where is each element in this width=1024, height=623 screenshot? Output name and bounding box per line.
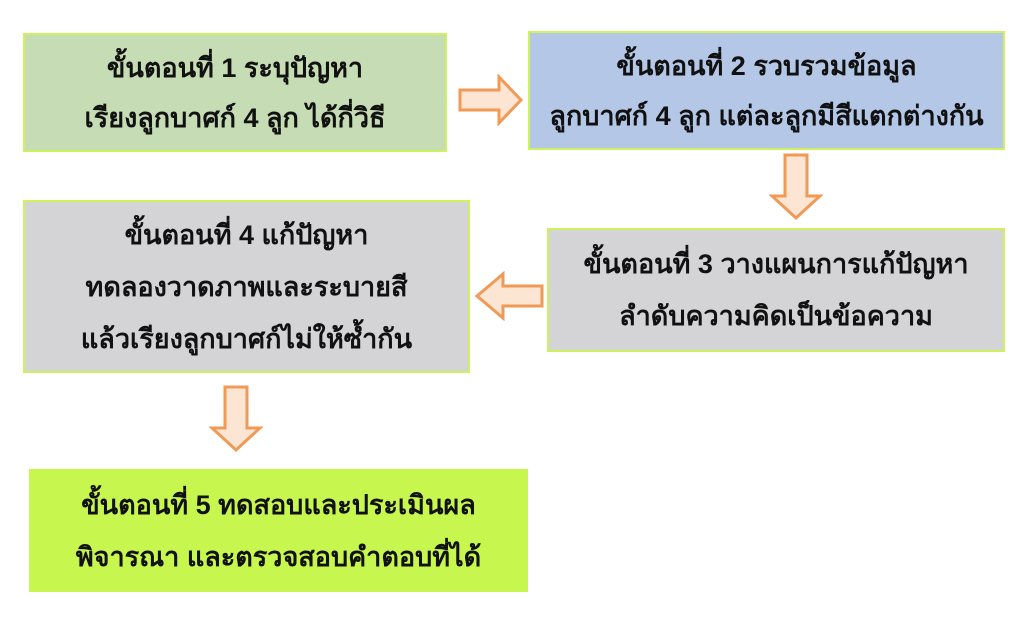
step-1-detail: เรียงลูกบาศก์ 4 ลูก ได้กี่วิธี bbox=[84, 102, 386, 133]
step-4-box: ขั้นตอนที่ 4 แก้ปัญหา ทดลองวาดภาพและระบา… bbox=[23, 200, 470, 373]
arrow-step4-to-step5-icon bbox=[209, 385, 263, 453]
step-2-title: ขั้นตอนที่ 2 รวบรวมข้อมูล bbox=[616, 50, 917, 81]
step-4-detail-1: ทดลองวาดภาพและระบายสี bbox=[85, 271, 408, 302]
step-1-title: ขั้นตอนที่ 1 ระบุปัญหา bbox=[106, 52, 364, 83]
step-5-title: ขั้นตอนที่ 5 ทดสอบและประเมินผล bbox=[81, 489, 476, 520]
step-4-detail-2: แล้วเรียงลูกบาศก์ไม่ให้ซ้ำกัน bbox=[80, 323, 413, 354]
arrow-step2-to-step3-icon bbox=[769, 153, 823, 221]
arrow-step3-to-step4-icon bbox=[474, 271, 544, 321]
step-2-box: ขั้นตอนที่ 2 รวบรวมข้อมูล ลูกบาศก์ 4 ลูก… bbox=[528, 31, 1005, 150]
step-5-box: ขั้นตอนที่ 5 ทดสอบและประเมินผล พิจารณา แ… bbox=[29, 469, 528, 592]
step-4-title: ขั้นตอนที่ 4 แก้ปัญหา bbox=[124, 219, 369, 250]
step-3-box: ขั้นตอนที่ 3 วางแผนการแก้ปัญหา ลำดับความ… bbox=[547, 228, 1005, 352]
step-1-box: ขั้นตอนที่ 1 ระบุปัญหา เรียงลูกบาศก์ 4 ล… bbox=[23, 33, 447, 152]
arrow-step1-to-step2-icon bbox=[458, 74, 524, 126]
step-2-detail: ลูกบาศก์ 4 ลูก แต่ละลูกมีสีแตกต่างกัน bbox=[549, 100, 984, 131]
step-3-detail: ลำดับความคิดเป็นข้อความ bbox=[619, 301, 933, 331]
step-3-title: ขั้นตอนที่ 3 วางแผนการแก้ปัญหา bbox=[583, 249, 969, 279]
step-5-detail: พิจารณา และตรวจสอบคำตอบที่ได้ bbox=[75, 541, 482, 572]
